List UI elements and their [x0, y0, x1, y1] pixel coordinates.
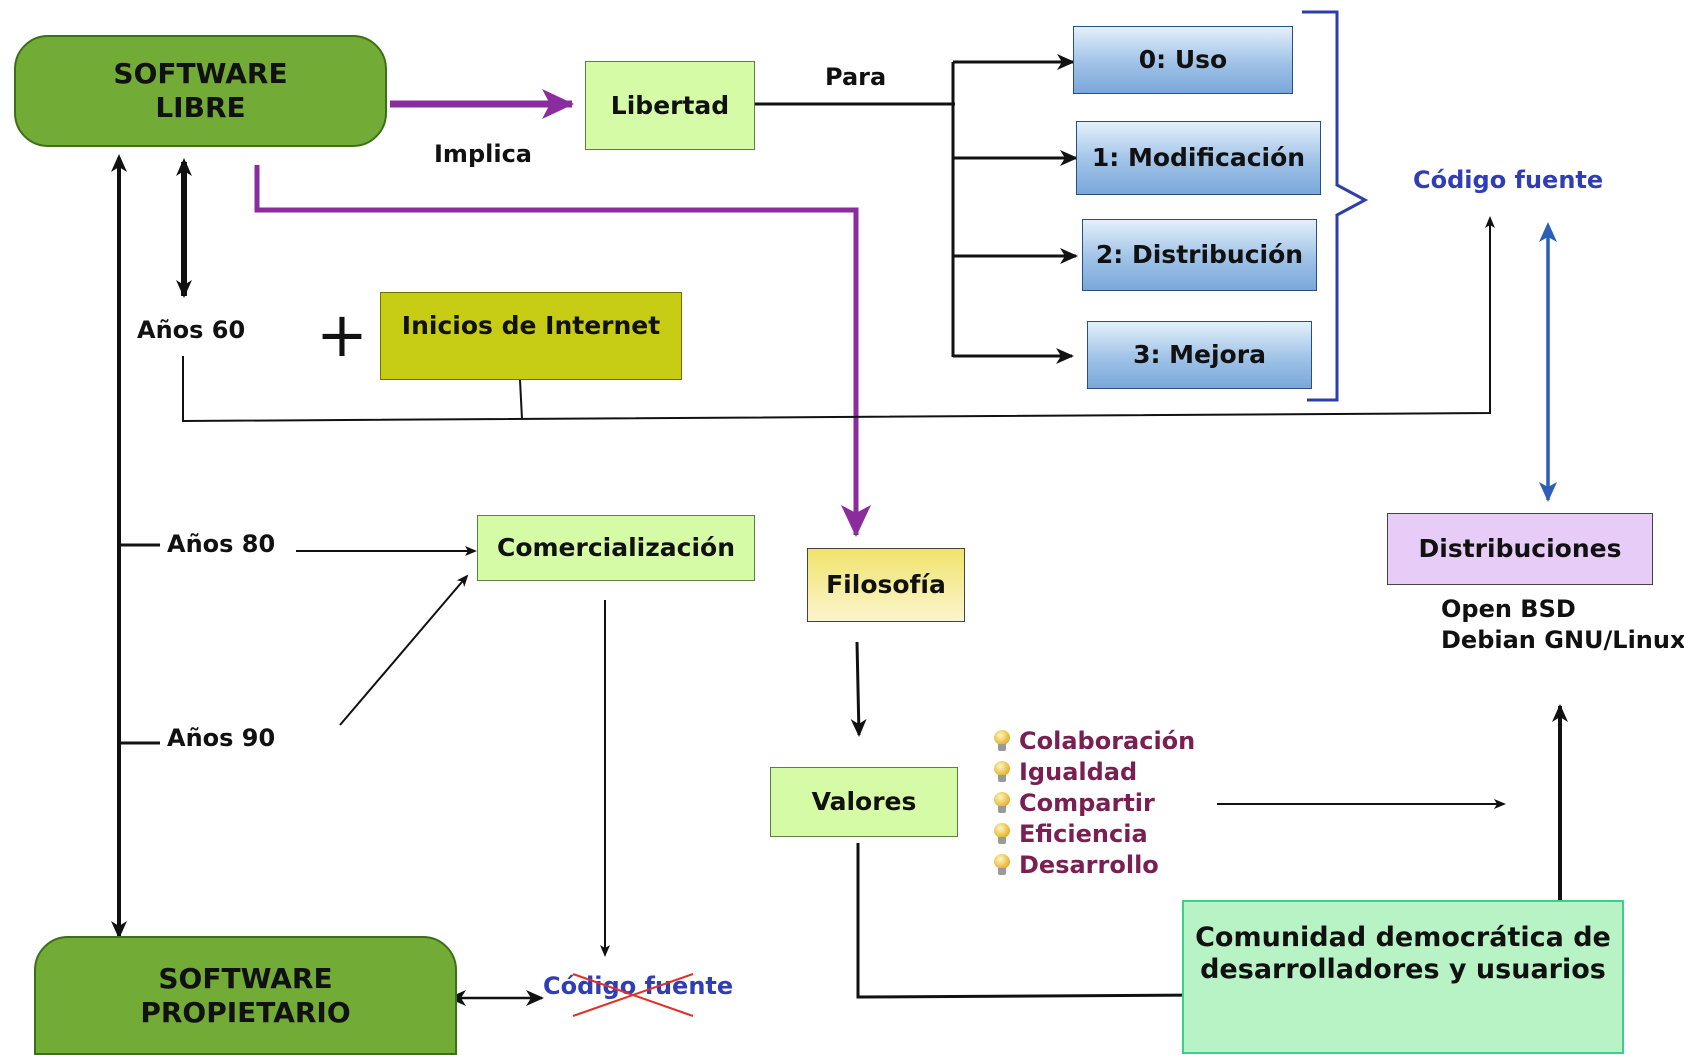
- implica-label: Implica: [434, 140, 532, 168]
- comunidad-node: Comunidad democrática de desarrolladores…: [1182, 900, 1624, 1054]
- anos-80-label: Años 80: [167, 530, 276, 558]
- codigo-fuente-label: Código fuente: [1413, 166, 1604, 194]
- codigo-fuente-tachado-label: Código fuente: [543, 972, 734, 1000]
- software-propietario-node: SOFTWARE PROPIETARIO: [34, 936, 457, 1055]
- debian-label: Debian GNU/Linux: [1441, 626, 1684, 654]
- filosofia-node: Filosofía: [807, 548, 965, 622]
- valor-item: Colaboración: [993, 727, 1195, 755]
- valores-node: Valores: [770, 767, 958, 837]
- distribuciones-node: Distribuciones: [1387, 513, 1653, 585]
- para-label: Para: [825, 63, 887, 91]
- valor-item: Igualdad: [993, 758, 1137, 786]
- strike-cross: [572, 973, 694, 1017]
- anos-60-label: Años 60: [137, 316, 246, 344]
- valor-item: Eficiencia: [993, 820, 1148, 848]
- comercializacion-node: Comercialización: [477, 515, 755, 581]
- uso-node: 0: Uso: [1073, 26, 1293, 94]
- modificacion-node: 1: Modificación: [1076, 121, 1321, 195]
- open-bsd-label: Open BSD: [1441, 595, 1576, 623]
- valor-item: Compartir: [993, 789, 1155, 817]
- distribucion-node: 2: Distribución: [1082, 219, 1317, 291]
- anos-90-label: Años 90: [167, 724, 276, 752]
- software-libre-node: SOFTWARE LIBRE: [14, 35, 387, 147]
- lightbulb-icon: [993, 823, 1011, 845]
- codigo-fuente-tachado: Código fuente: [543, 972, 733, 1018]
- lightbulb-icon: [993, 792, 1011, 814]
- valor-item: Desarrollo: [993, 851, 1159, 879]
- filosofia-arrow: [254, 165, 871, 537]
- inicios-internet-node: Inicios de Internet: [380, 292, 682, 380]
- libertad-node: Libertad: [585, 61, 755, 150]
- mejora-node: 3: Mejora: [1087, 321, 1312, 389]
- lightbulb-icon: [993, 761, 1011, 783]
- lightbulb-icon: [993, 730, 1011, 752]
- brace: [1302, 10, 1369, 402]
- lightbulb-icon: [993, 854, 1011, 876]
- software-libre-label: SOFTWARE LIBRE: [113, 57, 288, 124]
- plus-sign: +: [316, 298, 368, 371]
- software-propietario-label: SOFTWARE PROPIETARIO: [140, 961, 351, 1029]
